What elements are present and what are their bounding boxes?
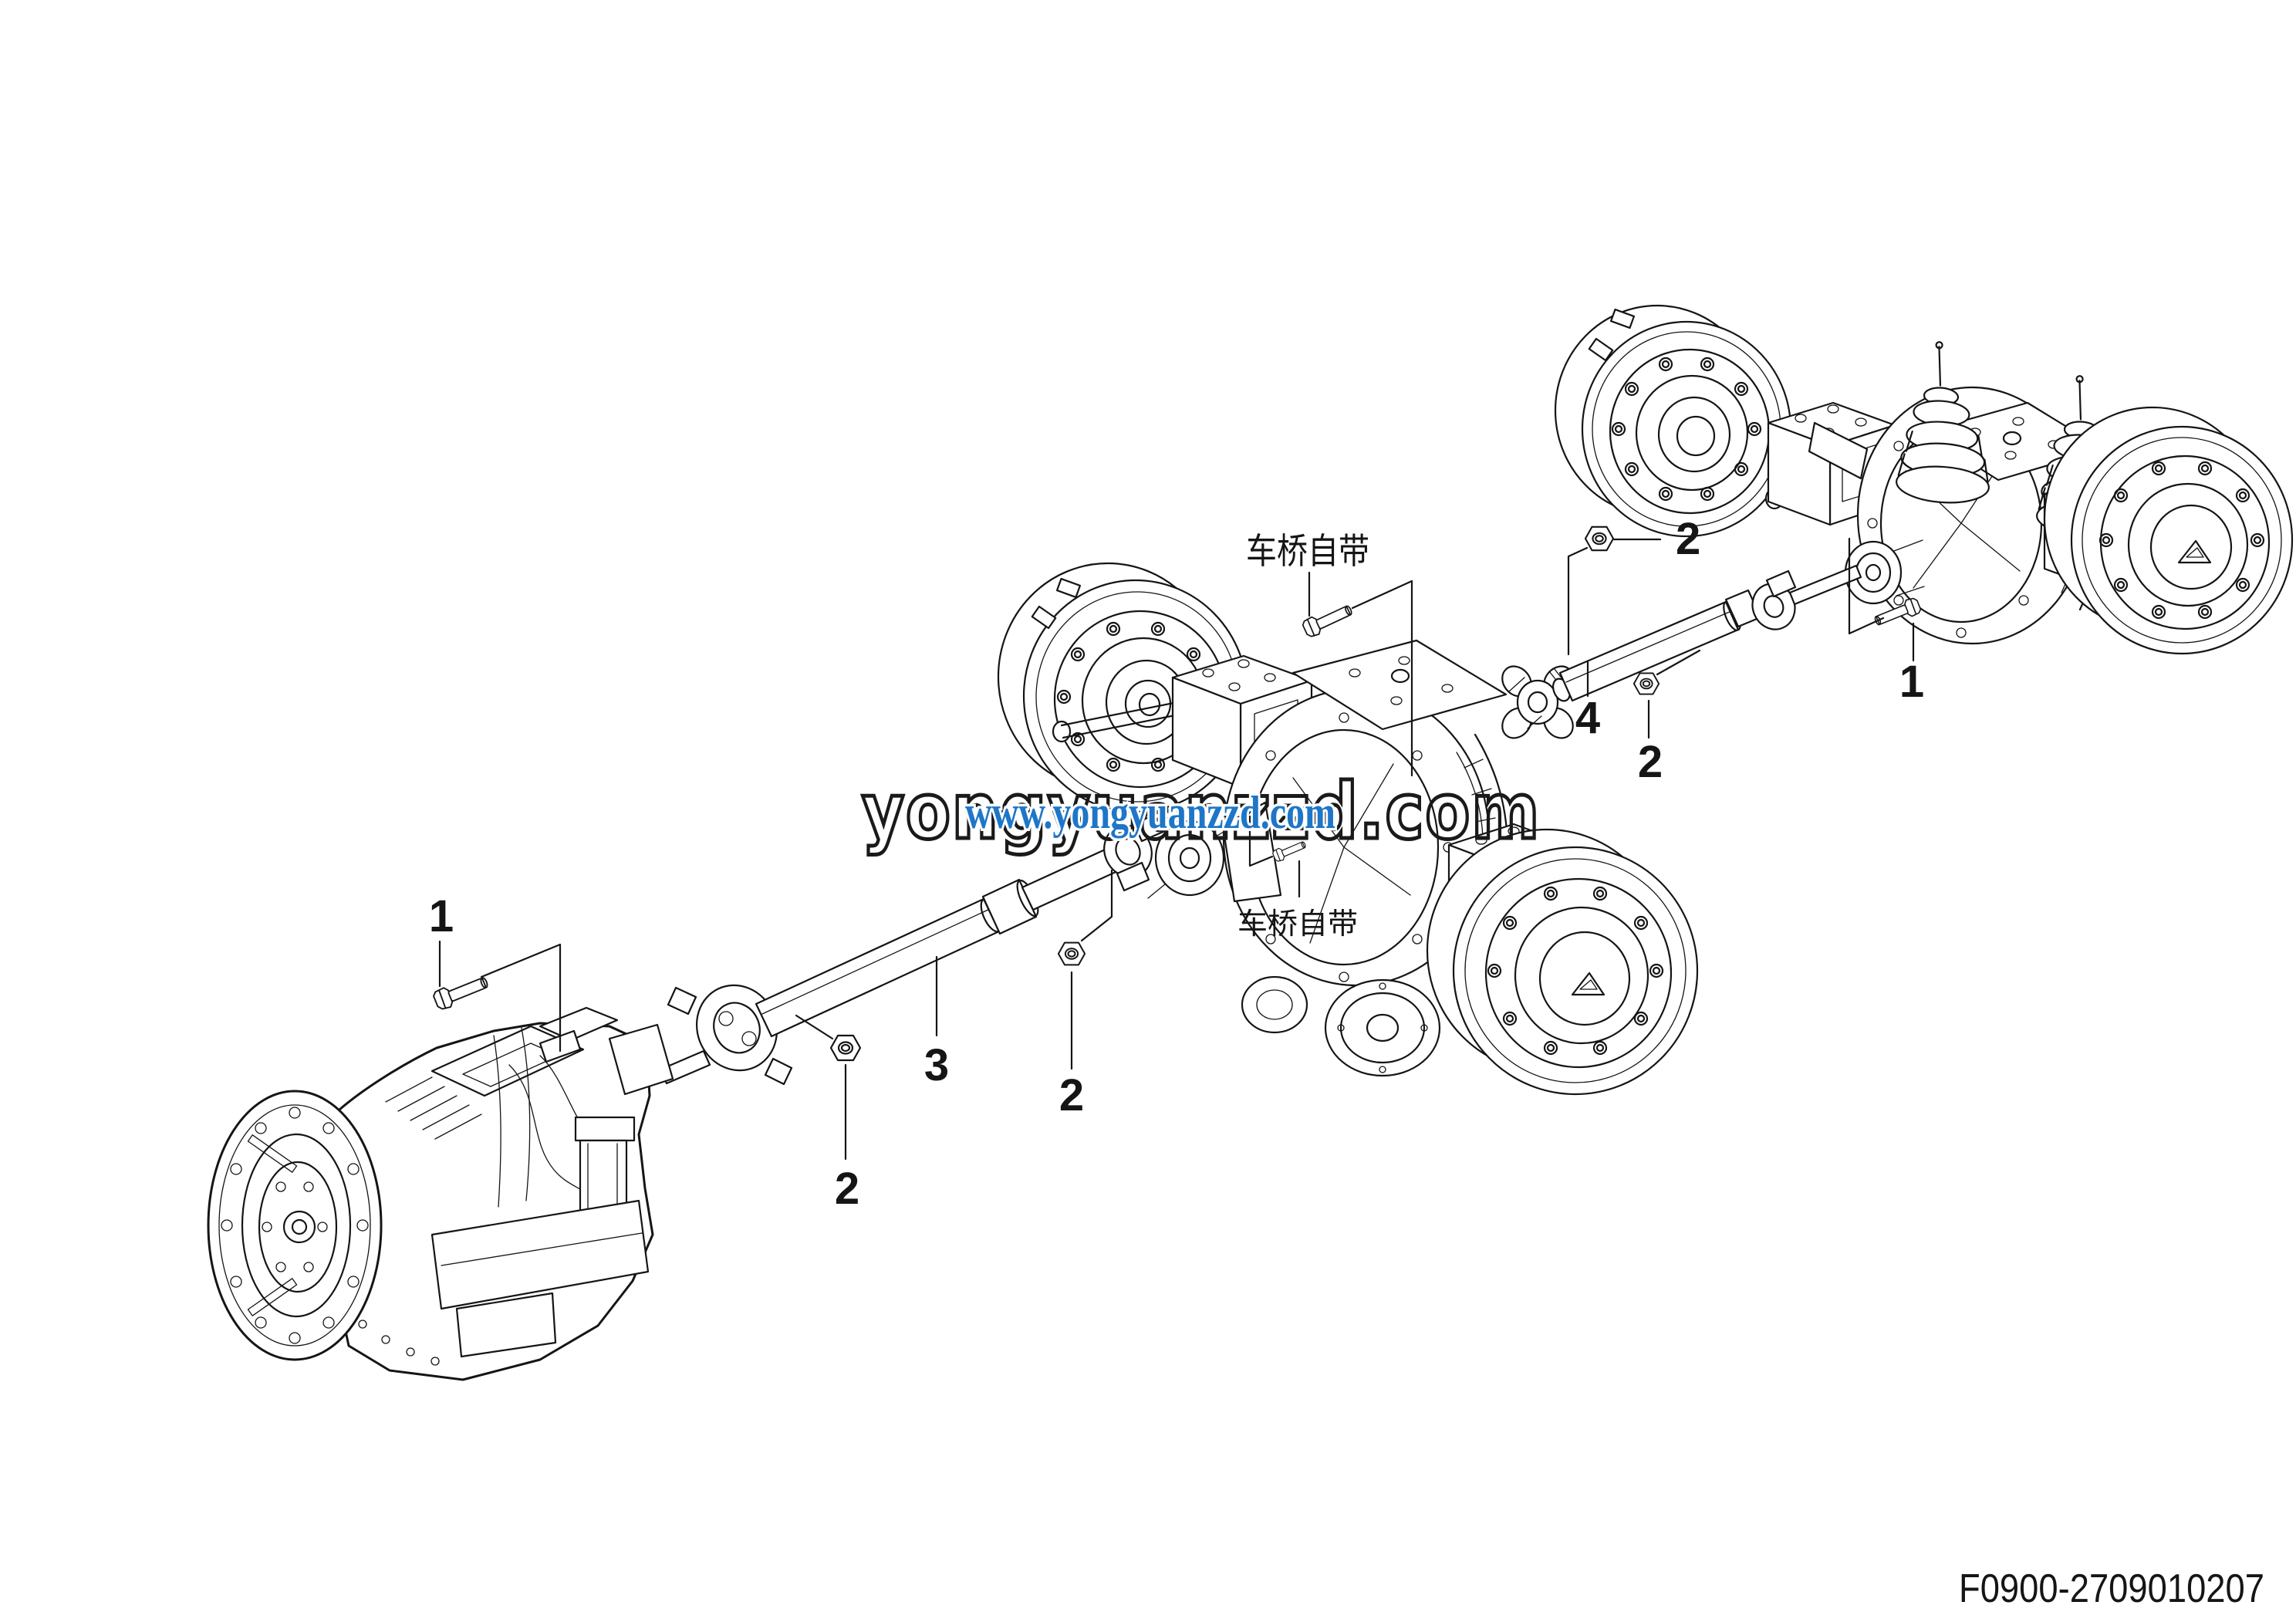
- callout-1-left: 1: [429, 891, 454, 941]
- middle-axle: [997, 562, 1699, 1096]
- callout-2-front-b: 2: [1059, 1070, 1084, 1120]
- watermark-url-text: www.yongyuanzzd.com: [965, 787, 1335, 838]
- axle-note-bottom: 车桥自带: [1237, 907, 1358, 941]
- callout-2-rear-b: 2: [1638, 737, 1663, 787]
- watermark-brand-text: yongyuanzzd.com: [862, 766, 1541, 857]
- watermark: yongyuanzzd.com www.yongyuanzzd.com: [860, 765, 1541, 859]
- drawing-number: F0900-2709010207: [1959, 1566, 2264, 1611]
- nut-item-2-rear-a: [1584, 525, 1615, 552]
- axle-note-top: 车桥自带: [1246, 530, 1369, 572]
- transmission: [207, 1006, 674, 1381]
- bolt-item-1-left: [431, 971, 491, 1012]
- nut-item-2-front-b: [1057, 941, 1086, 966]
- callout-2-front-a: 2: [835, 1164, 859, 1214]
- callout-4-rear-driveshaft: 4: [1575, 693, 1600, 743]
- nut-item-2-rear-b: [1633, 672, 1660, 695]
- nut-item-2-front-a: [829, 1034, 862, 1062]
- callout-1-right: 1: [1899, 657, 1924, 707]
- callout-2-rear-a: 2: [1676, 514, 1700, 564]
- rear-driveshaft: [1501, 564, 1862, 739]
- callout-3-front-driveshaft: 3: [924, 1040, 949, 1090]
- front-driveshaft: [659, 811, 1168, 1086]
- rear-axle: [1554, 304, 2294, 655]
- callout-annotations: 1 2 3 2 2 4 2 1 车桥自带: [429, 514, 1924, 1214]
